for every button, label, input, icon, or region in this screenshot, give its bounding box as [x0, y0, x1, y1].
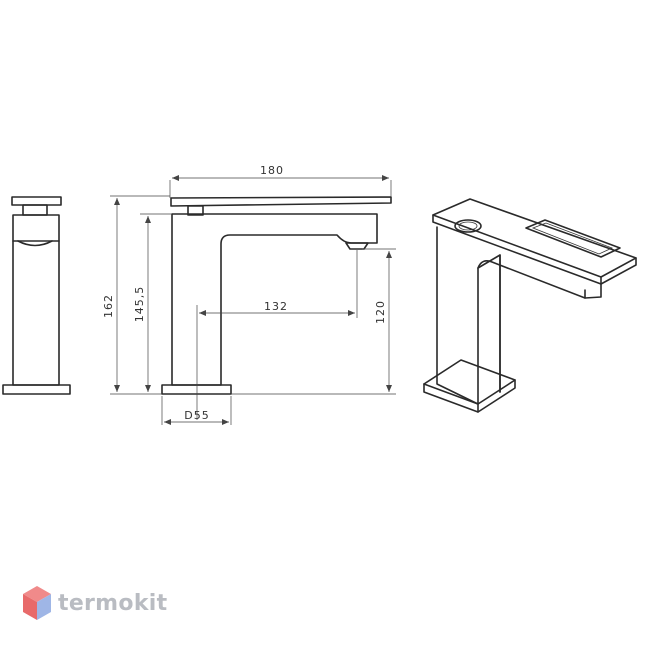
dimension-lines — [110, 175, 396, 425]
dim-outlet-height: 120 — [374, 300, 387, 324]
dim-total-height: 162 — [102, 294, 115, 318]
termokit-hexagon-icon — [23, 586, 51, 620]
isometric-view — [423, 198, 637, 413]
dim-spout-length: 180 — [260, 164, 284, 177]
side-view — [2, 196, 71, 395]
dimension-labels: 180 162 145,5 132 120 D55 — [102, 164, 387, 422]
dim-reach: 132 — [264, 300, 288, 313]
termokit-logo: termokit — [22, 585, 167, 621]
brand-name: termokit — [58, 590, 168, 616]
dim-body-height: 145,5 — [133, 286, 146, 323]
dim-base-diameter: D55 — [184, 409, 209, 422]
